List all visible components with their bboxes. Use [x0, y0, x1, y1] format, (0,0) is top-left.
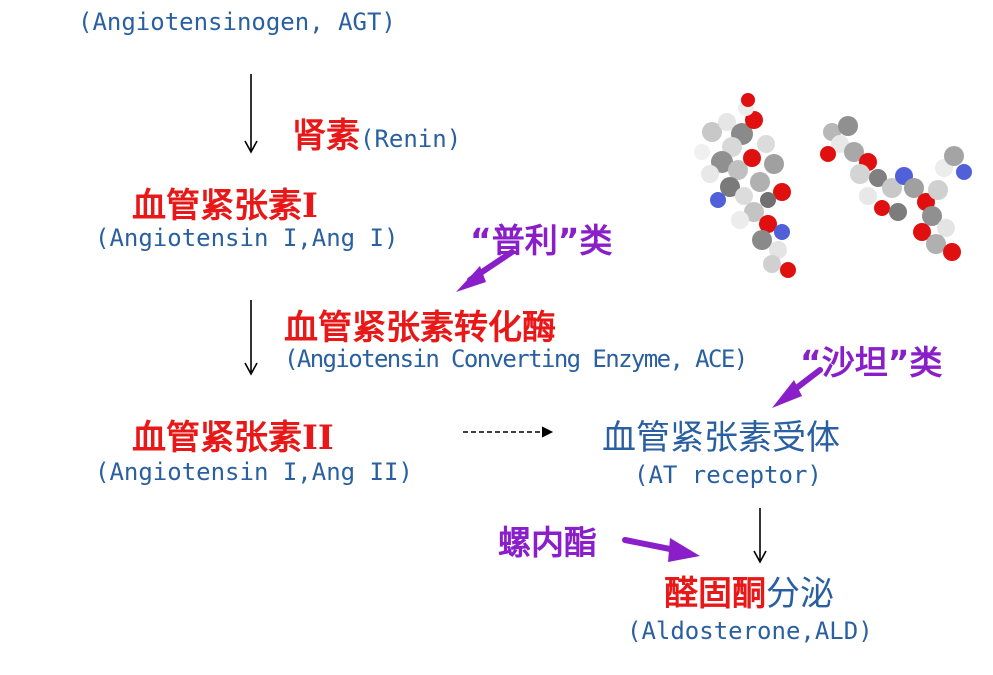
- ace-en: (Angiotensin Converting Enzyme, ACE): [284, 345, 748, 373]
- aldosterone-cn-blue: 分泌: [766, 574, 834, 614]
- ang1-en: (Angiotensin I,Ang I): [95, 224, 399, 252]
- dashed-arrow-head: [541, 426, 554, 438]
- ang2-cn: 血管紧张素II: [132, 418, 334, 458]
- spironolactone-drug-label: 螺内酯: [498, 523, 597, 562]
- purple-arrow-pril: [456, 249, 515, 292]
- sartan-drug-label: “沙坦”类: [800, 343, 943, 382]
- arrow-agt-to-ang1-head: [244, 140, 258, 154]
- ang1-cn: 血管紧张素I: [132, 186, 318, 226]
- purple-arrow-spironolactone: [622, 537, 700, 562]
- molecule-left: [694, 93, 796, 278]
- ace-cn: 血管紧张素转化酶: [284, 308, 556, 348]
- renin-cn: 肾素: [292, 116, 360, 156]
- receptor-en: (AT receptor): [634, 461, 822, 489]
- ang2-en: (Angiotensin I,Ang II): [95, 458, 413, 486]
- aldosterone-cn-red: 醛固酮: [664, 574, 766, 614]
- aldosterone-en: (Aldosterone,ALD): [627, 617, 873, 645]
- receptor-cn: 血管紧张素受体: [602, 418, 840, 458]
- arrow-ang1-to-ang2-head: [244, 362, 258, 376]
- molecule-models-illustration: [694, 93, 972, 278]
- renin-en: (Renin): [360, 125, 462, 153]
- agt-label: (Angiotensinogen, AGT): [78, 8, 396, 36]
- molecule-right: [820, 116, 972, 261]
- aldosterone-label: 醛固酮分泌: [664, 566, 834, 615]
- renin-label: 肾素(Renin): [292, 108, 461, 157]
- pril-drug-label: “普利”类: [470, 221, 613, 260]
- arrow-receptor-to-ald-head: [753, 550, 767, 564]
- purple-arrow-sartan: [772, 367, 823, 408]
